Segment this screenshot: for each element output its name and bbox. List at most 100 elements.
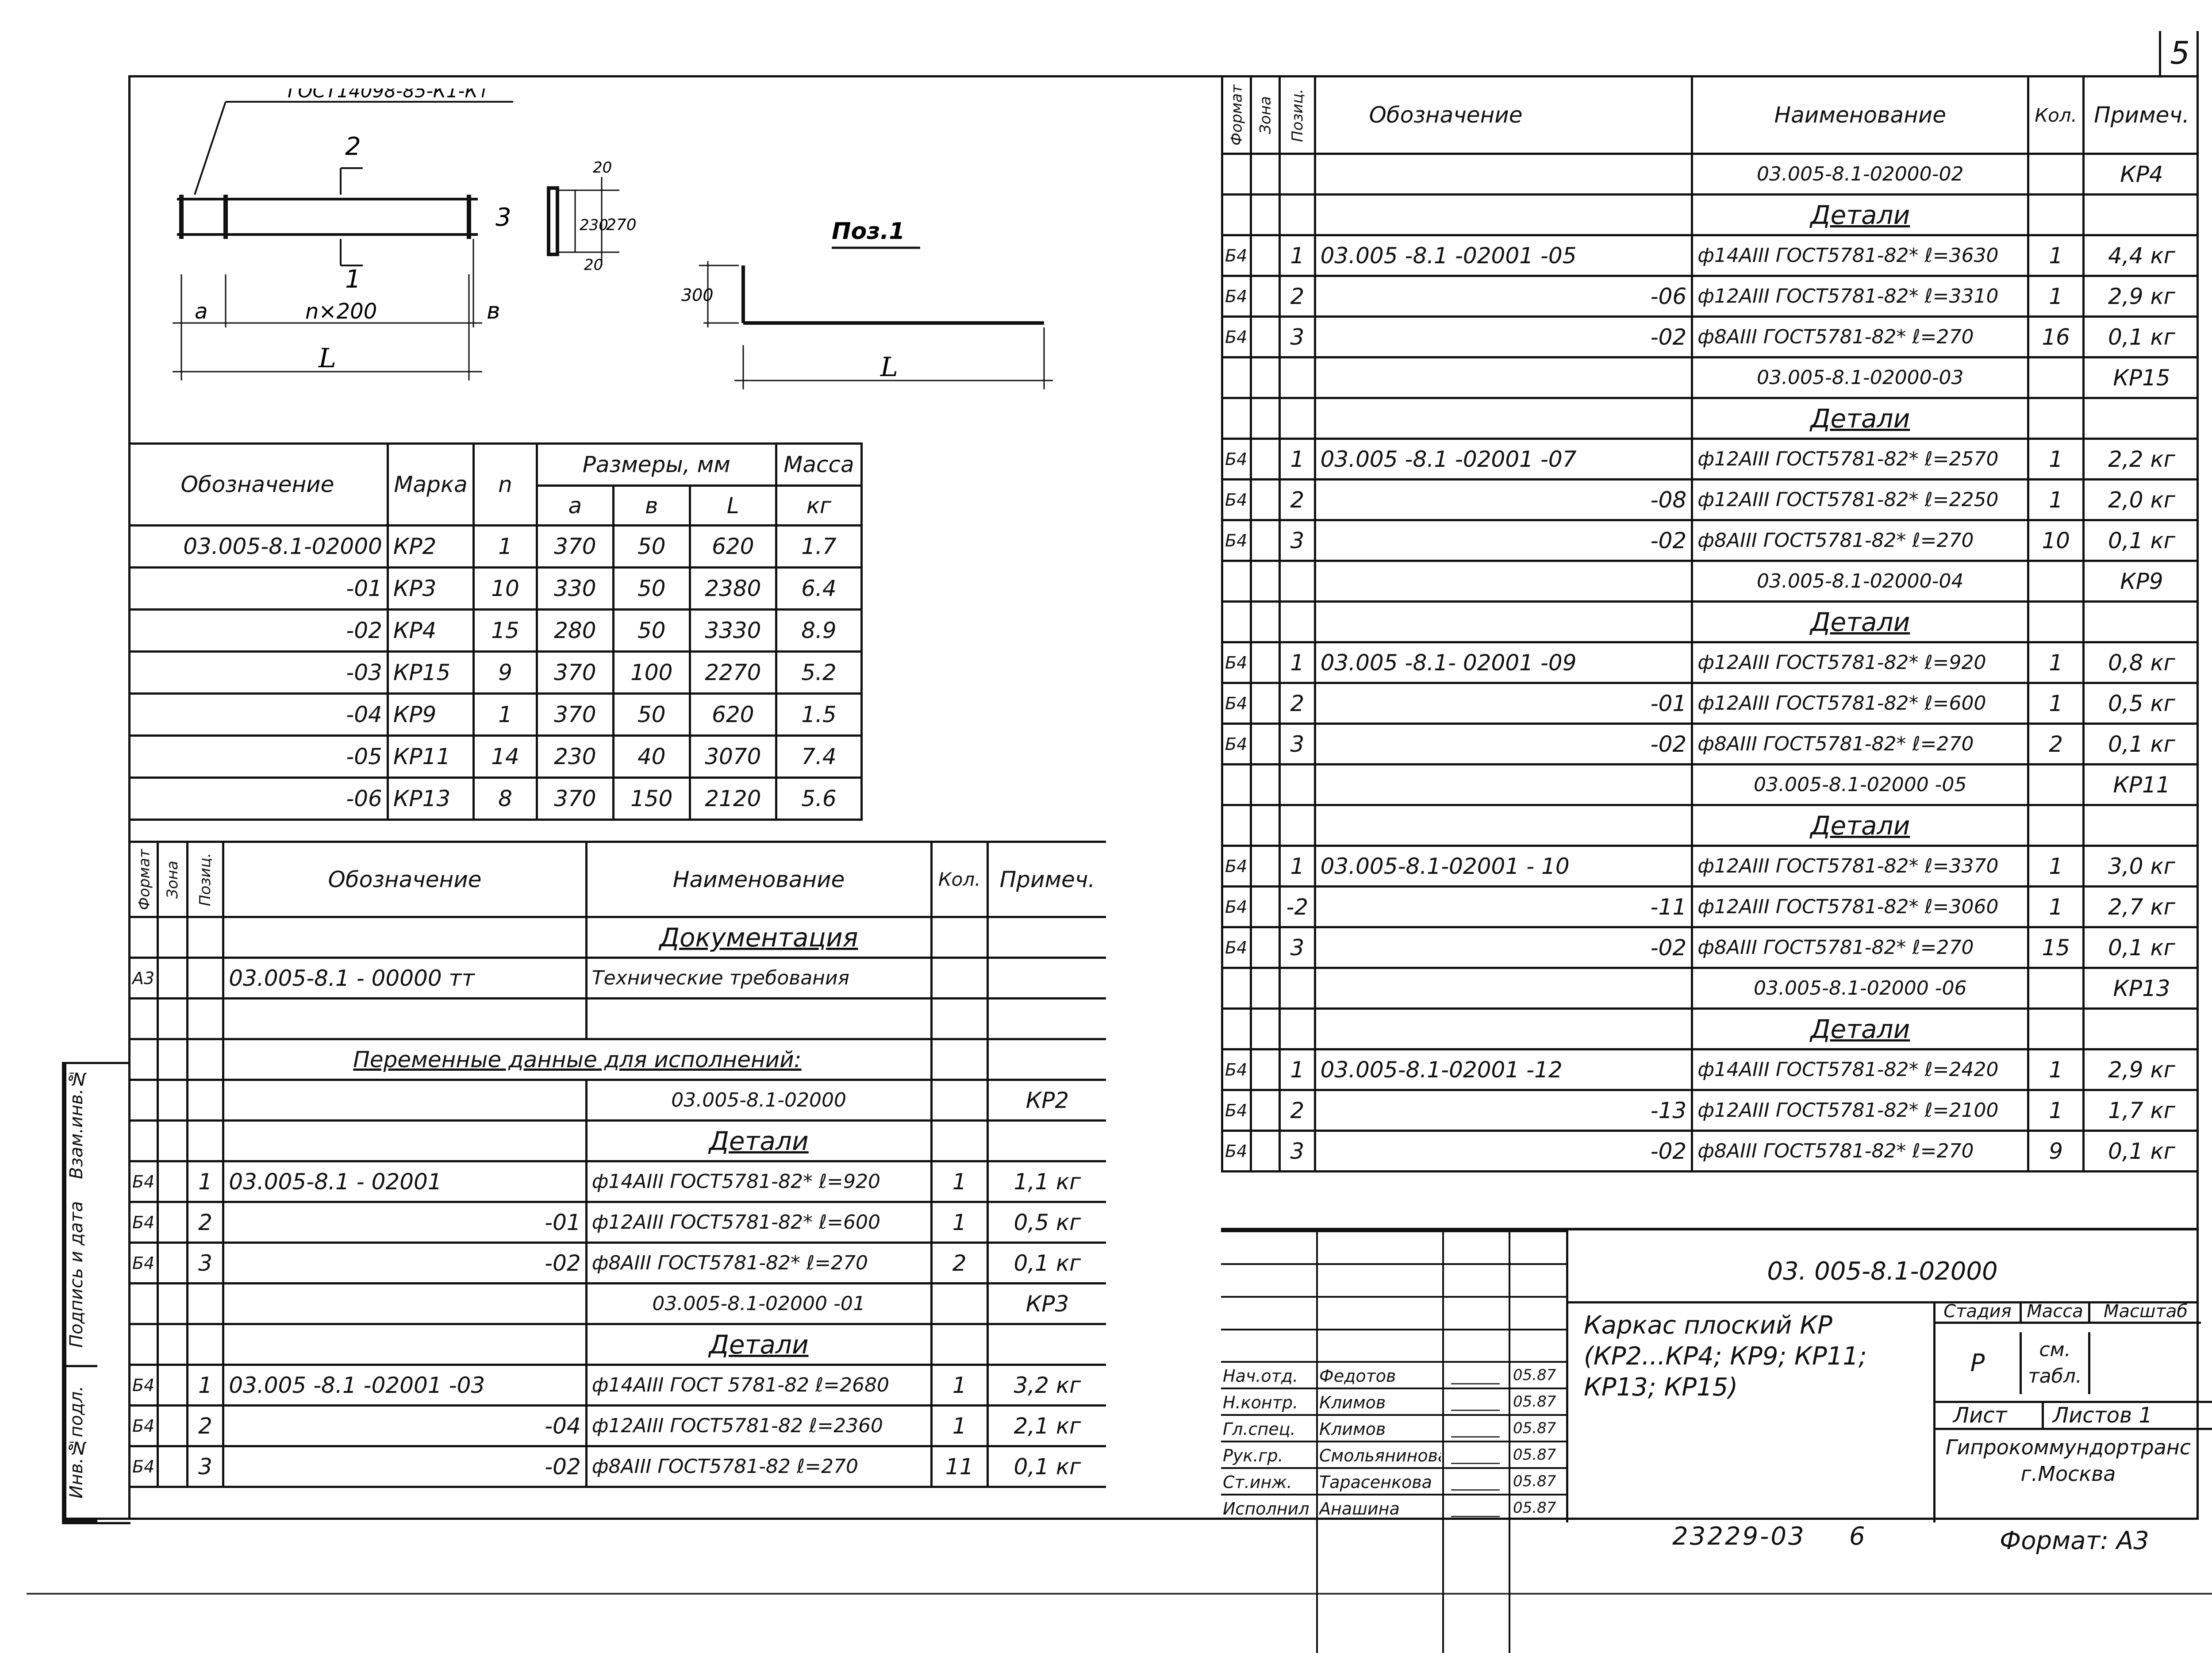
row-qty: 1	[2027, 275, 2085, 318]
row-pos: -2	[1279, 885, 1316, 928]
row-designation	[1313, 193, 1694, 236]
variant-a: 370	[535, 777, 614, 821]
row-qty: 9	[2027, 1130, 2085, 1172]
row-note: 2,2 кг	[2082, 438, 2199, 481]
row-designation: -08	[1313, 478, 1694, 521]
row-format: Б4	[1221, 478, 1252, 521]
title-block: 03. 005-8.1-02000 Каркас плоский КР (КР2…	[1221, 1228, 2212, 1653]
variant-b: 50	[612, 566, 691, 611]
row-pos: 2	[1279, 682, 1316, 725]
row-format	[128, 1119, 159, 1162]
stage-value: Р	[1936, 1332, 2022, 1394]
row-zone	[157, 1079, 188, 1122]
row-note: 2,9 кг	[2082, 275, 2199, 318]
dim-300: 300	[681, 285, 714, 305]
variant-a: 370	[535, 692, 614, 737]
variant-b: 50	[612, 608, 691, 653]
row-name: Детали	[1691, 397, 2030, 440]
row-pos: 3	[1279, 723, 1316, 765]
hdr-zone-r: Зона	[1251, 76, 1280, 154]
row-designation	[222, 997, 588, 1040]
row-pos	[1279, 763, 1316, 806]
row-note: 0,5 кг	[2082, 682, 2199, 725]
row-pos: 3	[186, 1445, 225, 1488]
sec-dim-20b: 20	[584, 256, 603, 274]
row-qty	[930, 1119, 989, 1162]
row-note	[986, 997, 1106, 1040]
row-note	[986, 1119, 1106, 1162]
sheets-label: Листов 1	[2042, 1401, 2212, 1430]
variant-L: 2380	[688, 566, 777, 611]
col-n-header: n	[472, 442, 538, 527]
variant-n: 15	[472, 608, 538, 653]
row-name: ф8АIII ГОСТ5781-82* ℓ=270	[1691, 723, 2030, 765]
row-name: ф12АIII ГОСТ5781-82* ℓ=600	[1691, 682, 2030, 725]
row-qty	[2027, 763, 2085, 806]
signer-date: 05.87	[1513, 1499, 1556, 1517]
row-format: Б4	[1221, 1048, 1252, 1091]
hdr-format: Формат	[129, 842, 158, 917]
signer-role: Нач.отд.	[1223, 1366, 1298, 1386]
row-zone	[1250, 1048, 1281, 1091]
row-pos: 1	[1279, 1048, 1316, 1091]
row-name: ф14АIII ГОСТ 5781-82 ℓ=2680	[585, 1364, 933, 1407]
row-qty: 2	[2027, 723, 2085, 765]
row-zone	[1250, 885, 1281, 928]
row-designation	[1313, 804, 1694, 847]
sec-dim-230: 230	[580, 216, 608, 234]
row-qty: 15	[2027, 926, 2085, 969]
variant-designation: -06	[128, 777, 389, 821]
variant-L: 2120	[688, 777, 777, 821]
row-name: ф8АIII ГОСТ5781-82* ℓ=270	[1691, 315, 2030, 358]
pos1-label: Поз.1	[832, 218, 905, 245]
row-qty	[2027, 356, 2085, 399]
row-name: ф8АIII ГОСТ5781-82* ℓ=270	[1691, 519, 2030, 562]
row-note: КР13	[2082, 967, 2199, 1010]
variant-a: 370	[535, 650, 614, 695]
row-format: Б4	[1221, 885, 1252, 928]
variant-mark: КР15	[386, 650, 475, 695]
row-pos	[186, 1119, 225, 1162]
copy-number: 6	[1849, 1522, 1865, 1551]
row-zone	[157, 1160, 188, 1203]
row-name: Детали	[1691, 1007, 2030, 1050]
row-note: 3,2 кг	[986, 1364, 1106, 1407]
row-zone	[1250, 519, 1281, 562]
signer-name: Климов	[1319, 1419, 1386, 1439]
col-b-header: в	[612, 484, 691, 527]
row-note: 0,1 кг	[2082, 723, 2199, 765]
row-note: 2,0 кг	[2082, 478, 2199, 521]
variant-L: 620	[688, 692, 777, 737]
section-1-label: 1	[345, 265, 361, 294]
variant-mass: 6.4	[775, 566, 863, 611]
row-format: Б4	[1221, 682, 1252, 725]
grid-line	[1221, 1329, 1566, 1330]
row-zone	[1250, 315, 1281, 358]
table-row: Детали	[1221, 600, 2199, 643]
row-qty	[930, 957, 989, 999]
row-designation	[1313, 153, 1694, 196]
variant-L: 620	[688, 524, 777, 569]
row-qty	[2027, 560, 2085, 603]
variant-mark: КР13	[386, 777, 475, 821]
row-zone	[1250, 153, 1281, 196]
row-format	[1221, 560, 1252, 603]
row-format	[128, 1282, 159, 1325]
signer-date: 05.87	[1513, 1366, 1556, 1384]
hdr-pos-r: Позиц.	[1279, 76, 1315, 154]
row-zone	[157, 957, 188, 999]
row-qty	[930, 997, 989, 1040]
hdr-note: Примеч.	[986, 841, 1106, 918]
row-pos	[186, 997, 225, 1040]
variant-n: 10	[472, 566, 538, 611]
row-qty	[930, 1038, 989, 1081]
row-designation: 03.005 -8.1 -02001 -05	[1313, 234, 1694, 277]
